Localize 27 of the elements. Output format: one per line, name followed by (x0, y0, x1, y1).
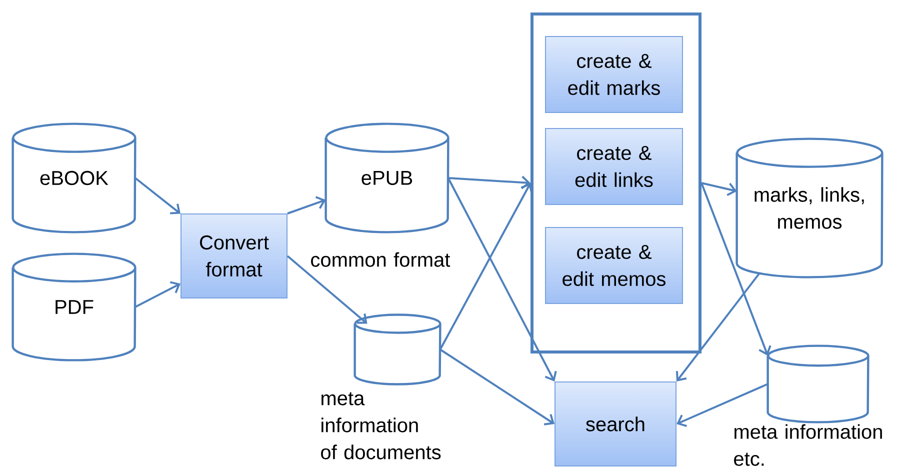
arrow (676, 383, 768, 428)
arrow (448, 176, 530, 190)
arrow (286, 255, 368, 324)
arrow (134, 177, 180, 214)
database-cylinder (766, 344, 870, 424)
node-label: meta information etc. (734, 424, 882, 466)
arrow (440, 348, 554, 426)
arrow (701, 182, 737, 196)
arrow (134, 281, 180, 308)
process-box: create & edit links (545, 128, 683, 205)
database-cylinder: marks, links, memos (736, 138, 884, 278)
arrow (676, 272, 760, 382)
node-label: common format (311, 252, 450, 267)
arrow (700, 182, 772, 356)
database-cylinder: PDF (12, 252, 136, 362)
process-box: Convert format (180, 214, 288, 298)
database-cylinder (354, 314, 442, 386)
database-cylinder: ePUB (324, 122, 450, 234)
arrow (439, 183, 533, 350)
database-cylinder: eBOOK (12, 122, 136, 234)
arrow (287, 196, 326, 214)
arrow (447, 178, 557, 382)
group-frame (530, 12, 702, 354)
process-box: search (554, 382, 676, 466)
process-box: create & edit memos (545, 227, 683, 304)
node-label: meta information of documents (321, 392, 441, 460)
process-box: create & edit marks (545, 36, 683, 113)
